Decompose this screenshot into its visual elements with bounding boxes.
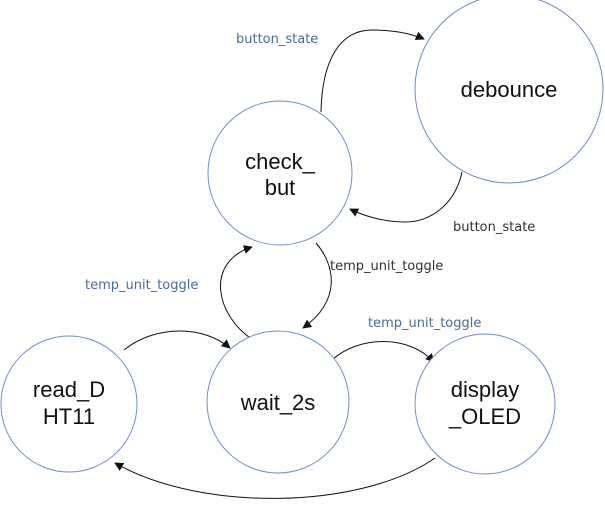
state-display-oled-line2: _OLED [448,404,521,429]
edge-read-to-wait [123,330,231,351]
state-check-but-line2: but [265,175,296,200]
label-check-to-wait: temp_unit_toggle [330,259,443,274]
label-check-to-debounce: button_state [236,32,318,47]
state-read-dht11-line1: read_D [33,377,105,402]
edge-check-to-wait [302,242,332,329]
edge-check-to-debounce [320,29,425,113]
state-check-but-line1: check_ [245,149,315,174]
label-debounce-to-check: button_state [453,220,535,235]
state-debounce: debounce [414,0,604,184]
state-display-oled-line1: display [451,377,519,402]
state-read-dht11: read_D HT11 [0,335,138,473]
state-debounce-line1: debounce [461,77,558,102]
state-display-oled: display _OLED [414,333,556,475]
edge-debounce-to-check [349,171,463,223]
state-wait-2s: wait_2s [206,330,350,474]
label-wait-to-display: temp_unit_toggle [368,316,481,331]
state-read-dht11-line2: HT11 [43,404,95,429]
edge-display-to-read [114,457,436,499]
edge-wait-to-display [331,341,435,363]
label-wait-to-check: temp_unit_toggle [85,278,198,293]
state-wait-2s-line1: wait_2s [240,390,316,415]
edge-wait-to-check [219,245,254,341]
state-check-but: check_ but [207,100,353,246]
